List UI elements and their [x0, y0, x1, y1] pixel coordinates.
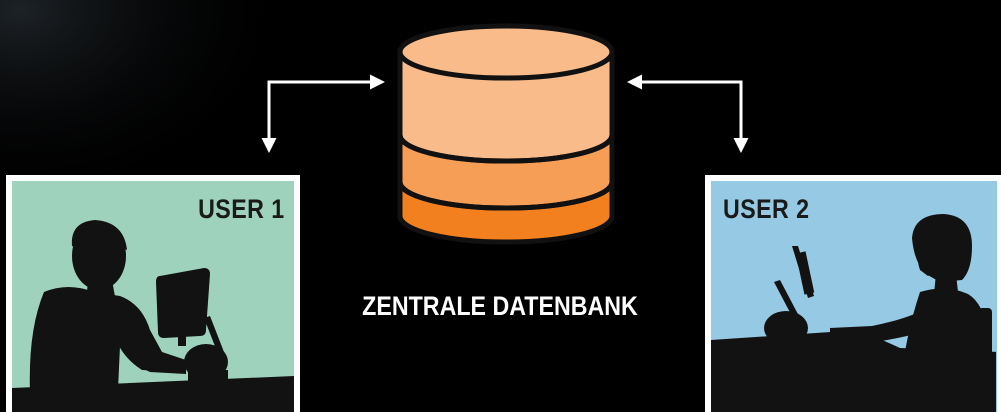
user1-panel: [6, 175, 300, 412]
user2-panel-frame: [705, 175, 1001, 412]
database-label: ZENTRALE DATENBANK: [362, 291, 638, 321]
female-user-silhouette-icon: [711, 214, 996, 412]
user2-panel: [705, 175, 1001, 412]
right-bidirectional-arrow: [627, 74, 749, 153]
male-user-silhouette-icon: [12, 220, 294, 412]
user2-label: USER 2: [723, 194, 810, 224]
user1-label: USER 1: [198, 194, 285, 224]
user1-panel-frame: [6, 175, 300, 412]
database-cylinder-icon: [397, 23, 615, 245]
left-bidirectional-arrow: [261, 74, 385, 153]
